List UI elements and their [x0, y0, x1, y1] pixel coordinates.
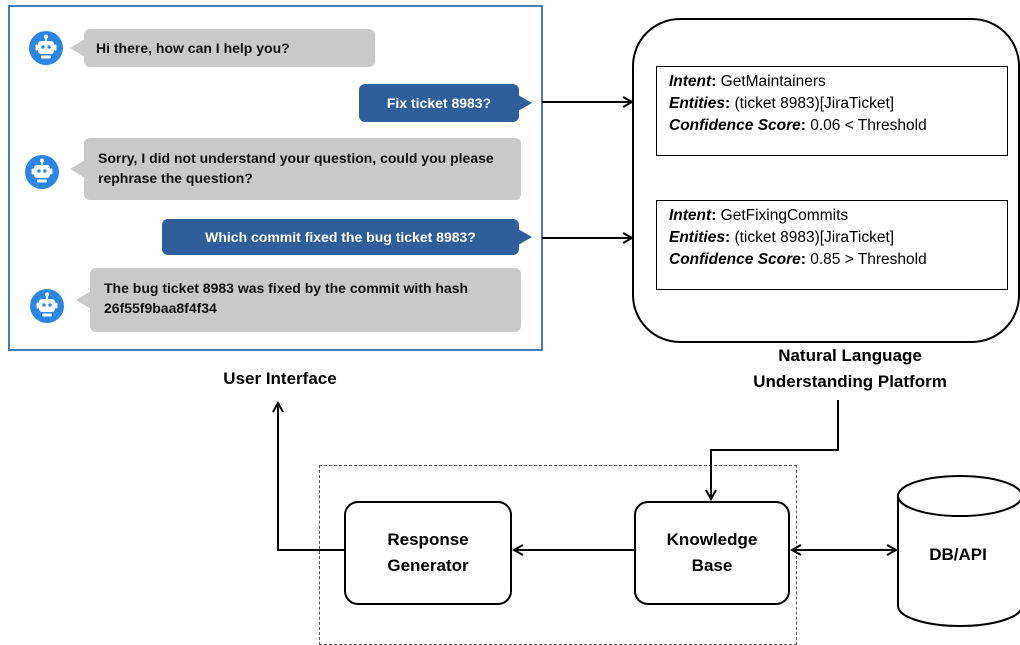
- bot-message: Sorry, I did not understand your questio…: [70, 138, 521, 200]
- nlu-result-box: Intent: GetFixingCommits Entities: (tick…: [656, 200, 1008, 290]
- message-text: Hi there, how can I help you?: [96, 40, 290, 56]
- arrow-nlu-to-knowledge-base: [711, 400, 839, 499]
- bot-avatar-icon: [29, 31, 63, 65]
- message-text: The bug ticket 8983 was fixed by the com…: [104, 280, 469, 316]
- entities-line: Entities: (ticket 8983)[JiraTicket]: [669, 229, 895, 246]
- knowledge-base-node: Knowledge Base: [634, 501, 790, 605]
- nlu-result-box: Intent: GetMaintainers Entities: (ticket…: [656, 66, 1008, 156]
- intent-line: Intent: GetFixingCommits: [669, 207, 849, 224]
- nlu-platform-label: Natural Language Understanding Platform: [753, 346, 947, 391]
- arrow-response-to-ui: [278, 403, 344, 551]
- user-message: Fix ticket 8983?: [359, 84, 532, 122]
- confidence-line: Confidence Score: 0.85 > Threshold: [669, 251, 927, 268]
- bot-message: Hi there, how can I help you?: [70, 29, 375, 67]
- message-text: Which commit fixed the bug ticket 8983?: [205, 229, 476, 245]
- entities-line: Entities: (ticket 8983)[JiraTicket]: [669, 95, 895, 112]
- confidence-line: Confidence Score: 0.06 < Threshold: [669, 117, 927, 134]
- message-text: Sorry, I did not understand your questio…: [98, 150, 494, 186]
- response-generator-node: Response Generator: [344, 501, 512, 605]
- bot-message: The bug ticket 8983 was fixed by the com…: [76, 268, 521, 332]
- intent-line: Intent: GetMaintainers: [669, 73, 826, 90]
- db-api-label: DB/API: [929, 545, 987, 564]
- bot-avatar-icon: [30, 289, 64, 323]
- bot-avatar-icon: [25, 155, 59, 189]
- user-message: Which commit fixed the bug ticket 8983?: [162, 219, 532, 255]
- user-interface-label: User Interface: [223, 369, 337, 388]
- message-text: Fix ticket 8983?: [386, 95, 492, 111]
- database-icon: [897, 475, 1020, 627]
